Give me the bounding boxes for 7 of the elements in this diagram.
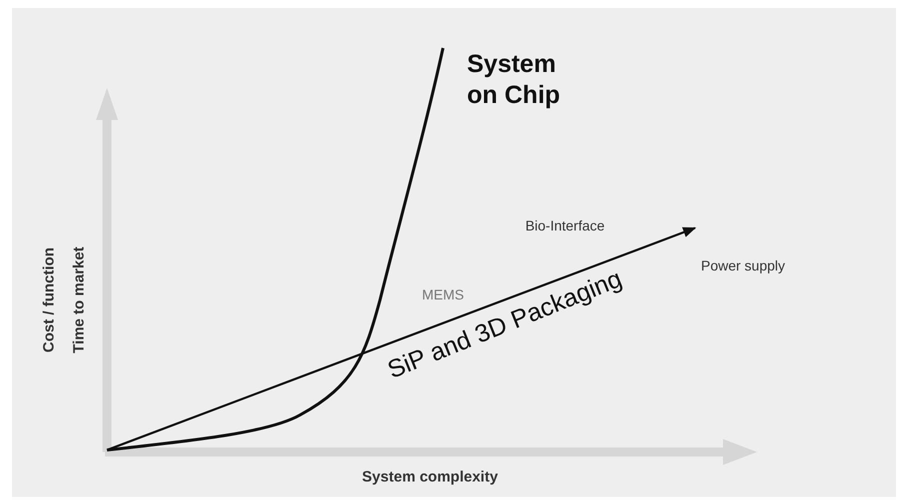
axis-title: Cost / function (40, 248, 59, 352)
line-label: MEMS (422, 286, 464, 304)
line-label: Power supply (700, 257, 786, 275)
curve-label: System on Chip (467, 48, 562, 111)
axis-title: Time to market (70, 246, 89, 354)
axis-title: System complexity (362, 468, 498, 488)
line-label: Bio-Interface (525, 217, 605, 235)
